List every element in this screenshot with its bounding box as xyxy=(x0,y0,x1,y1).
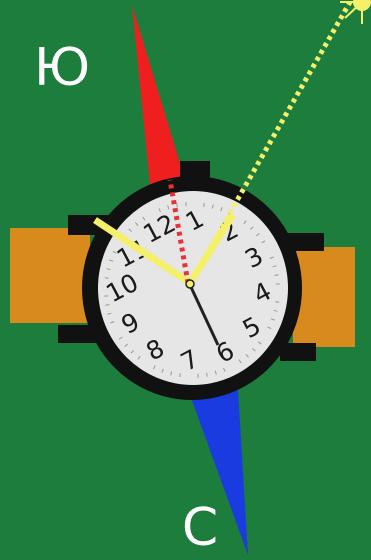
minute-tick xyxy=(275,275,279,276)
minute-tick xyxy=(204,203,205,207)
strap-left xyxy=(10,228,90,323)
minute-tick xyxy=(275,302,279,303)
north-label: С xyxy=(182,498,218,558)
dial-center xyxy=(186,280,194,288)
minute-tick xyxy=(105,278,109,279)
minute-tick xyxy=(180,373,181,377)
minute-tick xyxy=(177,203,178,207)
minute-tick xyxy=(207,373,208,377)
south-label: Ю xyxy=(34,38,90,98)
strap-right xyxy=(293,247,355,347)
minute-tick xyxy=(105,305,109,306)
